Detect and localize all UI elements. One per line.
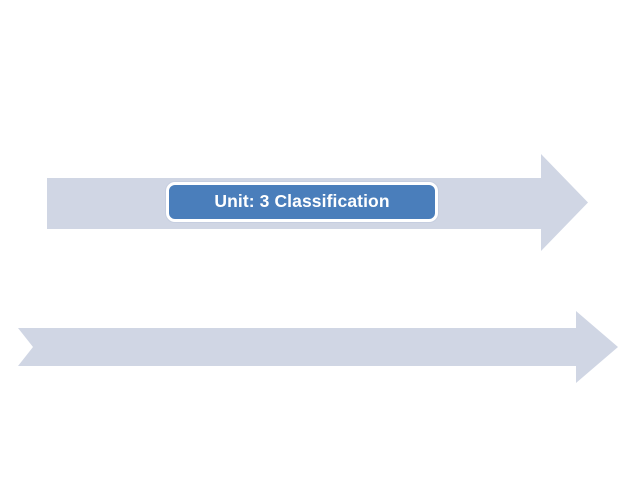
unit-label-text: Unit: 3 Classification bbox=[214, 191, 390, 212]
unit-label-chip[interactable]: Unit: 3 Classification bbox=[166, 182, 438, 222]
bottom-arrow-shape bbox=[18, 311, 618, 383]
